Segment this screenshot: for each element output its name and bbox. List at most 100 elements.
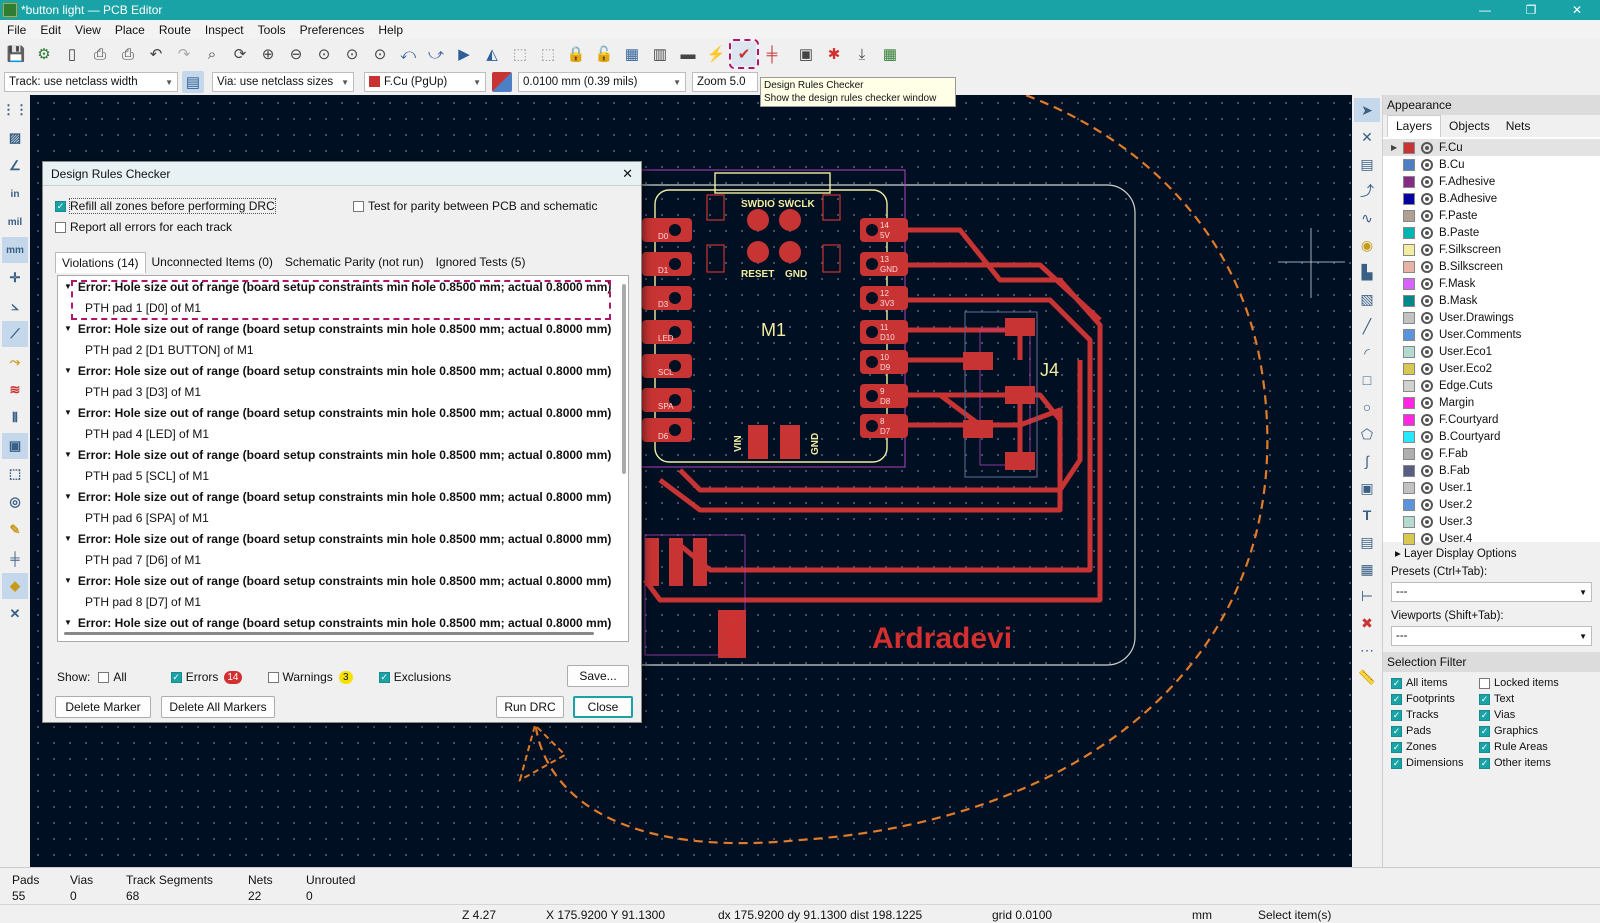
visibility-eye-icon[interactable] xyxy=(1421,243,1433,256)
board-setup-tool-icon[interactable]: ✎ xyxy=(9,522,21,537)
update-pcb-icon[interactable]: ⚡ xyxy=(706,46,726,63)
violation-error-row[interactable]: ▼Error: Hole size out of range (board se… xyxy=(58,612,628,633)
drc-icon[interactable]: ✔ xyxy=(729,39,759,69)
visibility-eye-icon[interactable] xyxy=(1421,311,1433,324)
show-exclusions-checkbox[interactable]: ✓ xyxy=(378,671,390,683)
chevron-down-icon[interactable]: ▼ xyxy=(64,534,72,543)
zoom-objects-icon[interactable]: ⊙ xyxy=(345,46,359,63)
filter-graphics-checkbox[interactable]: ✓Graphics xyxy=(1479,724,1579,738)
minimize-button[interactable]: — xyxy=(1479,3,1491,17)
layer-row[interactable]: Edge.Cuts xyxy=(1383,377,1600,394)
route-track-icon[interactable]: ⤴ xyxy=(1360,183,1374,199)
layer-color-swatch[interactable] xyxy=(1403,192,1415,205)
visibility-eye-icon[interactable] xyxy=(1421,141,1433,154)
3d-viewer-icon[interactable]: ▦ xyxy=(882,46,898,63)
visibility-eye-icon[interactable] xyxy=(1421,345,1433,358)
refill-zones-checkbox[interactable]: ✓ Refill all zones before performing DRC xyxy=(55,198,276,214)
zoom-fit-icon[interactable]: ⊙ xyxy=(317,46,331,63)
visibility-eye-icon[interactable] xyxy=(1421,447,1433,460)
layer-color-swatch[interactable] xyxy=(1403,158,1415,171)
layer-color-swatch[interactable] xyxy=(1403,294,1415,307)
rotate-cw-icon[interactable]: ⤻ xyxy=(427,45,445,63)
chevron-down-icon[interactable]: ▼ xyxy=(64,408,72,417)
show-warnings-checkbox[interactable] xyxy=(267,671,279,683)
layer-color-swatch[interactable] xyxy=(1403,430,1415,443)
filter-tracks-checkbox[interactable]: ✓Tracks xyxy=(1391,708,1479,722)
draw-polygon-icon[interactable]: ⬠ xyxy=(1360,425,1374,442)
redo-icon[interactable]: ↷ xyxy=(177,46,191,63)
filter-rule-areas-checkbox[interactable]: ✓Rule Areas xyxy=(1479,740,1579,754)
tab-nets[interactable]: Nets xyxy=(1505,119,1531,133)
draw-circle-icon[interactable]: ○ xyxy=(1362,399,1372,415)
tab-layers[interactable]: Layers xyxy=(1387,115,1442,137)
filter-other-items-checkbox[interactable]: ✓Other items xyxy=(1479,756,1579,770)
add-textbox-icon[interactable]: ▤ xyxy=(1360,533,1374,550)
group-icon[interactable]: ⬚ xyxy=(512,46,528,63)
add-dimension-icon[interactable]: ⊢ xyxy=(1360,587,1374,604)
footprint-editor-icon[interactable]: ▦ xyxy=(624,46,640,63)
layer-color-swatch[interactable] xyxy=(1403,328,1415,341)
parity-checkbox[interactable]: Test for parity between PCB and schemati… xyxy=(353,199,597,213)
filter-dimensions-checkbox[interactable]: ✓Dimensions xyxy=(1391,756,1479,770)
visibility-eye-icon[interactable] xyxy=(1421,379,1433,392)
chevron-down-icon[interactable]: ▼ xyxy=(64,576,72,585)
grid-select[interactable]: 0.0100 mm (0.39 mils)▼ xyxy=(518,72,686,92)
delete-marker-button[interactable]: Delete Marker xyxy=(55,696,151,718)
select-icon[interactable]: ➤ xyxy=(1354,98,1380,122)
layer-color-swatch[interactable] xyxy=(1403,345,1415,358)
delete-icon[interactable]: ✖ xyxy=(1361,614,1373,631)
zoom-in-icon[interactable]: ⊕ xyxy=(261,46,275,63)
violation-item-row[interactable]: PTH pad 6 [SPA] of M1 xyxy=(58,507,628,528)
unlock-icon[interactable]: 🔓 xyxy=(594,46,614,63)
layer-row[interactable]: Margin xyxy=(1383,394,1600,411)
show-errors-checkbox[interactable]: ✓ xyxy=(170,671,182,683)
save-report-button[interactable]: Save... xyxy=(567,665,629,687)
rotate-ccw-icon[interactable]: ⤺ xyxy=(399,45,417,63)
add-via-icon[interactable]: ◉ xyxy=(1360,236,1374,253)
page-settings-icon[interactable]: ▯ xyxy=(67,46,77,63)
layer-row[interactable]: B.Paste xyxy=(1383,224,1600,241)
menu-view[interactable]: View xyxy=(75,22,101,37)
delete-all-markers-button[interactable]: Delete All Markers xyxy=(161,696,275,718)
violation-error-row[interactable]: ▼Error: Hole size out of range (board se… xyxy=(58,360,628,381)
draw-arc-icon[interactable]: ◜ xyxy=(1364,344,1370,361)
layer-color-swatch[interactable] xyxy=(1403,481,1415,494)
layer-row[interactable]: F.Paste xyxy=(1383,207,1600,224)
layer-color-swatch[interactable] xyxy=(1403,396,1415,409)
print-icon[interactable]: ⎙ xyxy=(93,45,106,63)
visibility-eye-icon[interactable] xyxy=(1421,158,1433,171)
layer-row[interactable]: User.2 xyxy=(1383,496,1600,513)
viewports-select[interactable]: ---▼ xyxy=(1391,626,1592,646)
vias-outline-icon[interactable]: ◎ xyxy=(9,494,21,509)
tune-length-icon[interactable]: ∿ xyxy=(1361,209,1373,226)
layer-color-swatch[interactable] xyxy=(1403,209,1415,222)
layer-color-swatch[interactable] xyxy=(1403,379,1415,392)
polar-coords-icon[interactable]: ∠ xyxy=(9,158,21,173)
undo-icon[interactable]: ↶ xyxy=(149,46,163,63)
visibility-eye-icon[interactable] xyxy=(1421,481,1433,494)
violation-item-row[interactable]: PTH pad 5 [SCL] of M1 xyxy=(58,465,628,486)
pads-outline-icon[interactable]: ▣ xyxy=(2,433,28,459)
menu-tools[interactable]: Tools xyxy=(257,22,286,37)
presets-select[interactable]: ---▼ xyxy=(1391,582,1592,602)
grid-overrides-icon[interactable]: ▨ xyxy=(8,130,22,145)
show-all-checkbox[interactable] xyxy=(98,671,110,683)
curved-ratsnest-icon[interactable]: ⤳ xyxy=(9,354,21,369)
close-button[interactable]: Close xyxy=(573,696,633,718)
add-table-icon[interactable]: ▦ xyxy=(1360,560,1374,577)
report-all-errors-checkbox[interactable]: Report all errors for each track xyxy=(55,220,232,234)
layer-row[interactable]: User.4 xyxy=(1383,530,1600,547)
chevron-down-icon[interactable]: ▼ xyxy=(64,282,72,291)
properties-icon[interactable]: ◆ xyxy=(2,573,28,599)
angle-constraint-icon[interactable]: ⦣ xyxy=(11,298,19,313)
layer-row[interactable]: F.Adhesive xyxy=(1383,173,1600,190)
violation-item-row[interactable]: PTH pad 8 [D7] of M1 xyxy=(58,591,628,612)
filter-vias-checkbox[interactable]: ✓Vias xyxy=(1479,708,1579,722)
filter-all-items-checkbox[interactable]: ✓All items xyxy=(1391,676,1479,690)
violation-error-row[interactable]: ▼Error: Hole size out of range (board se… xyxy=(58,570,628,591)
visibility-eye-icon[interactable] xyxy=(1421,413,1433,426)
visibility-eye-icon[interactable] xyxy=(1421,192,1433,205)
close-icon[interactable]: ✕ xyxy=(622,165,633,181)
layer-row[interactable]: ▶F.Cu xyxy=(1383,139,1600,156)
visibility-eye-icon[interactable] xyxy=(1421,260,1433,273)
